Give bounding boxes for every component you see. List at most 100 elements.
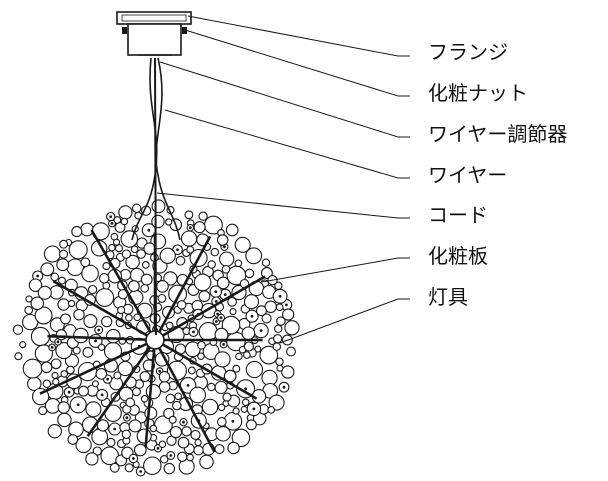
decor-ring xyxy=(51,371,59,379)
decor-ring xyxy=(96,419,110,432)
decor-ring xyxy=(216,417,227,427)
decor-ring xyxy=(174,392,183,401)
decor-ring xyxy=(273,334,283,344)
decor-ring xyxy=(245,247,263,265)
decor-ring xyxy=(95,288,115,307)
decor-dot xyxy=(169,454,173,457)
spoke-line xyxy=(47,334,156,342)
canopy-screw-left xyxy=(122,27,127,34)
canopy-body xyxy=(127,23,182,56)
decor-ring xyxy=(133,443,147,457)
decor-ring xyxy=(40,361,53,374)
decor-dot xyxy=(139,470,143,473)
decor-ring xyxy=(214,351,231,368)
decor-ring xyxy=(58,249,69,259)
decor-ring xyxy=(139,371,151,382)
decor-ring xyxy=(125,313,133,322)
decor-dot xyxy=(188,226,192,230)
decor-ring xyxy=(47,424,62,439)
decor-ring xyxy=(59,239,69,249)
canopy-screw-right xyxy=(182,27,187,34)
decor-ring xyxy=(22,358,43,379)
decor-ring xyxy=(124,463,134,473)
decor-ring xyxy=(106,328,121,344)
spoke-line xyxy=(52,280,156,342)
decor-ring xyxy=(128,419,142,433)
decor-ring xyxy=(58,276,66,285)
decor-ring xyxy=(193,445,204,456)
label-flange: フランジ xyxy=(428,40,508,64)
power-cord xyxy=(154,57,157,336)
decor-ring xyxy=(261,313,272,324)
decor-ring xyxy=(281,365,295,379)
decor-dot xyxy=(278,294,282,298)
decor-dot xyxy=(259,329,263,332)
decor-ring xyxy=(50,358,62,370)
decor-ring xyxy=(57,412,72,428)
decor-ring xyxy=(227,297,237,307)
decor-ring xyxy=(143,242,156,255)
decor-dot xyxy=(222,343,226,346)
decor-ring xyxy=(120,217,129,226)
decor-ring xyxy=(163,271,178,286)
decor-ring xyxy=(175,255,186,266)
decor-ring xyxy=(187,366,196,375)
leader-wire-adjuster xyxy=(159,61,410,138)
decor-ring xyxy=(113,371,122,380)
decor-ring xyxy=(78,385,89,397)
decor-ring xyxy=(66,365,75,375)
decor-ring xyxy=(72,346,81,355)
decor-ring xyxy=(14,352,23,361)
spoke-line xyxy=(39,338,156,395)
label-decor-nut: 化粧ナット xyxy=(428,81,528,105)
decor-ring xyxy=(198,322,218,342)
decor-ring xyxy=(165,393,176,404)
decor-dot xyxy=(219,316,223,320)
decor-ring xyxy=(189,386,207,404)
decor-ring xyxy=(176,300,187,310)
spoke-line xyxy=(154,275,266,342)
decor-ring xyxy=(216,276,230,290)
decor-ring xyxy=(108,243,116,252)
decor-ring xyxy=(125,397,136,408)
decor-ring xyxy=(235,352,243,361)
decor-ring xyxy=(120,230,139,248)
decor-dot xyxy=(156,446,160,450)
decor-ring xyxy=(199,454,214,470)
decor-ring xyxy=(67,434,79,445)
leader-decor-nut xyxy=(184,29,410,97)
decor-ring xyxy=(83,314,98,329)
decor-ring xyxy=(136,428,152,444)
decor-ring xyxy=(125,254,140,270)
decor-ring xyxy=(109,462,120,473)
decor-ring xyxy=(30,326,51,347)
decor-ring xyxy=(91,428,109,446)
decor-ring xyxy=(145,383,162,400)
decor-ring xyxy=(106,437,116,447)
decor-ring xyxy=(198,211,208,221)
decor-ring xyxy=(159,247,176,264)
decor-dot xyxy=(106,377,109,381)
decor-ring xyxy=(121,429,131,439)
decor-dot xyxy=(50,346,54,349)
decor-ring xyxy=(42,379,52,389)
decor-ring xyxy=(132,387,141,397)
decor-ring xyxy=(101,315,113,328)
decor-dot xyxy=(285,303,288,307)
decor-ring xyxy=(186,245,195,254)
decor-ring xyxy=(28,278,43,292)
decor-dot xyxy=(147,228,151,232)
decor-ring xyxy=(214,444,225,455)
spoke-line xyxy=(153,339,216,453)
decor-ring xyxy=(276,364,284,372)
decor-dot xyxy=(192,330,195,334)
decor-dot xyxy=(223,293,227,296)
decor-ring xyxy=(221,315,241,335)
decor-dot xyxy=(215,320,218,323)
decor-ring xyxy=(55,329,67,341)
decor-ring xyxy=(144,406,158,420)
decor-ring xyxy=(98,273,110,284)
decor-ring xyxy=(80,257,91,268)
decor-ring xyxy=(67,299,76,308)
decor-dot xyxy=(113,427,117,431)
